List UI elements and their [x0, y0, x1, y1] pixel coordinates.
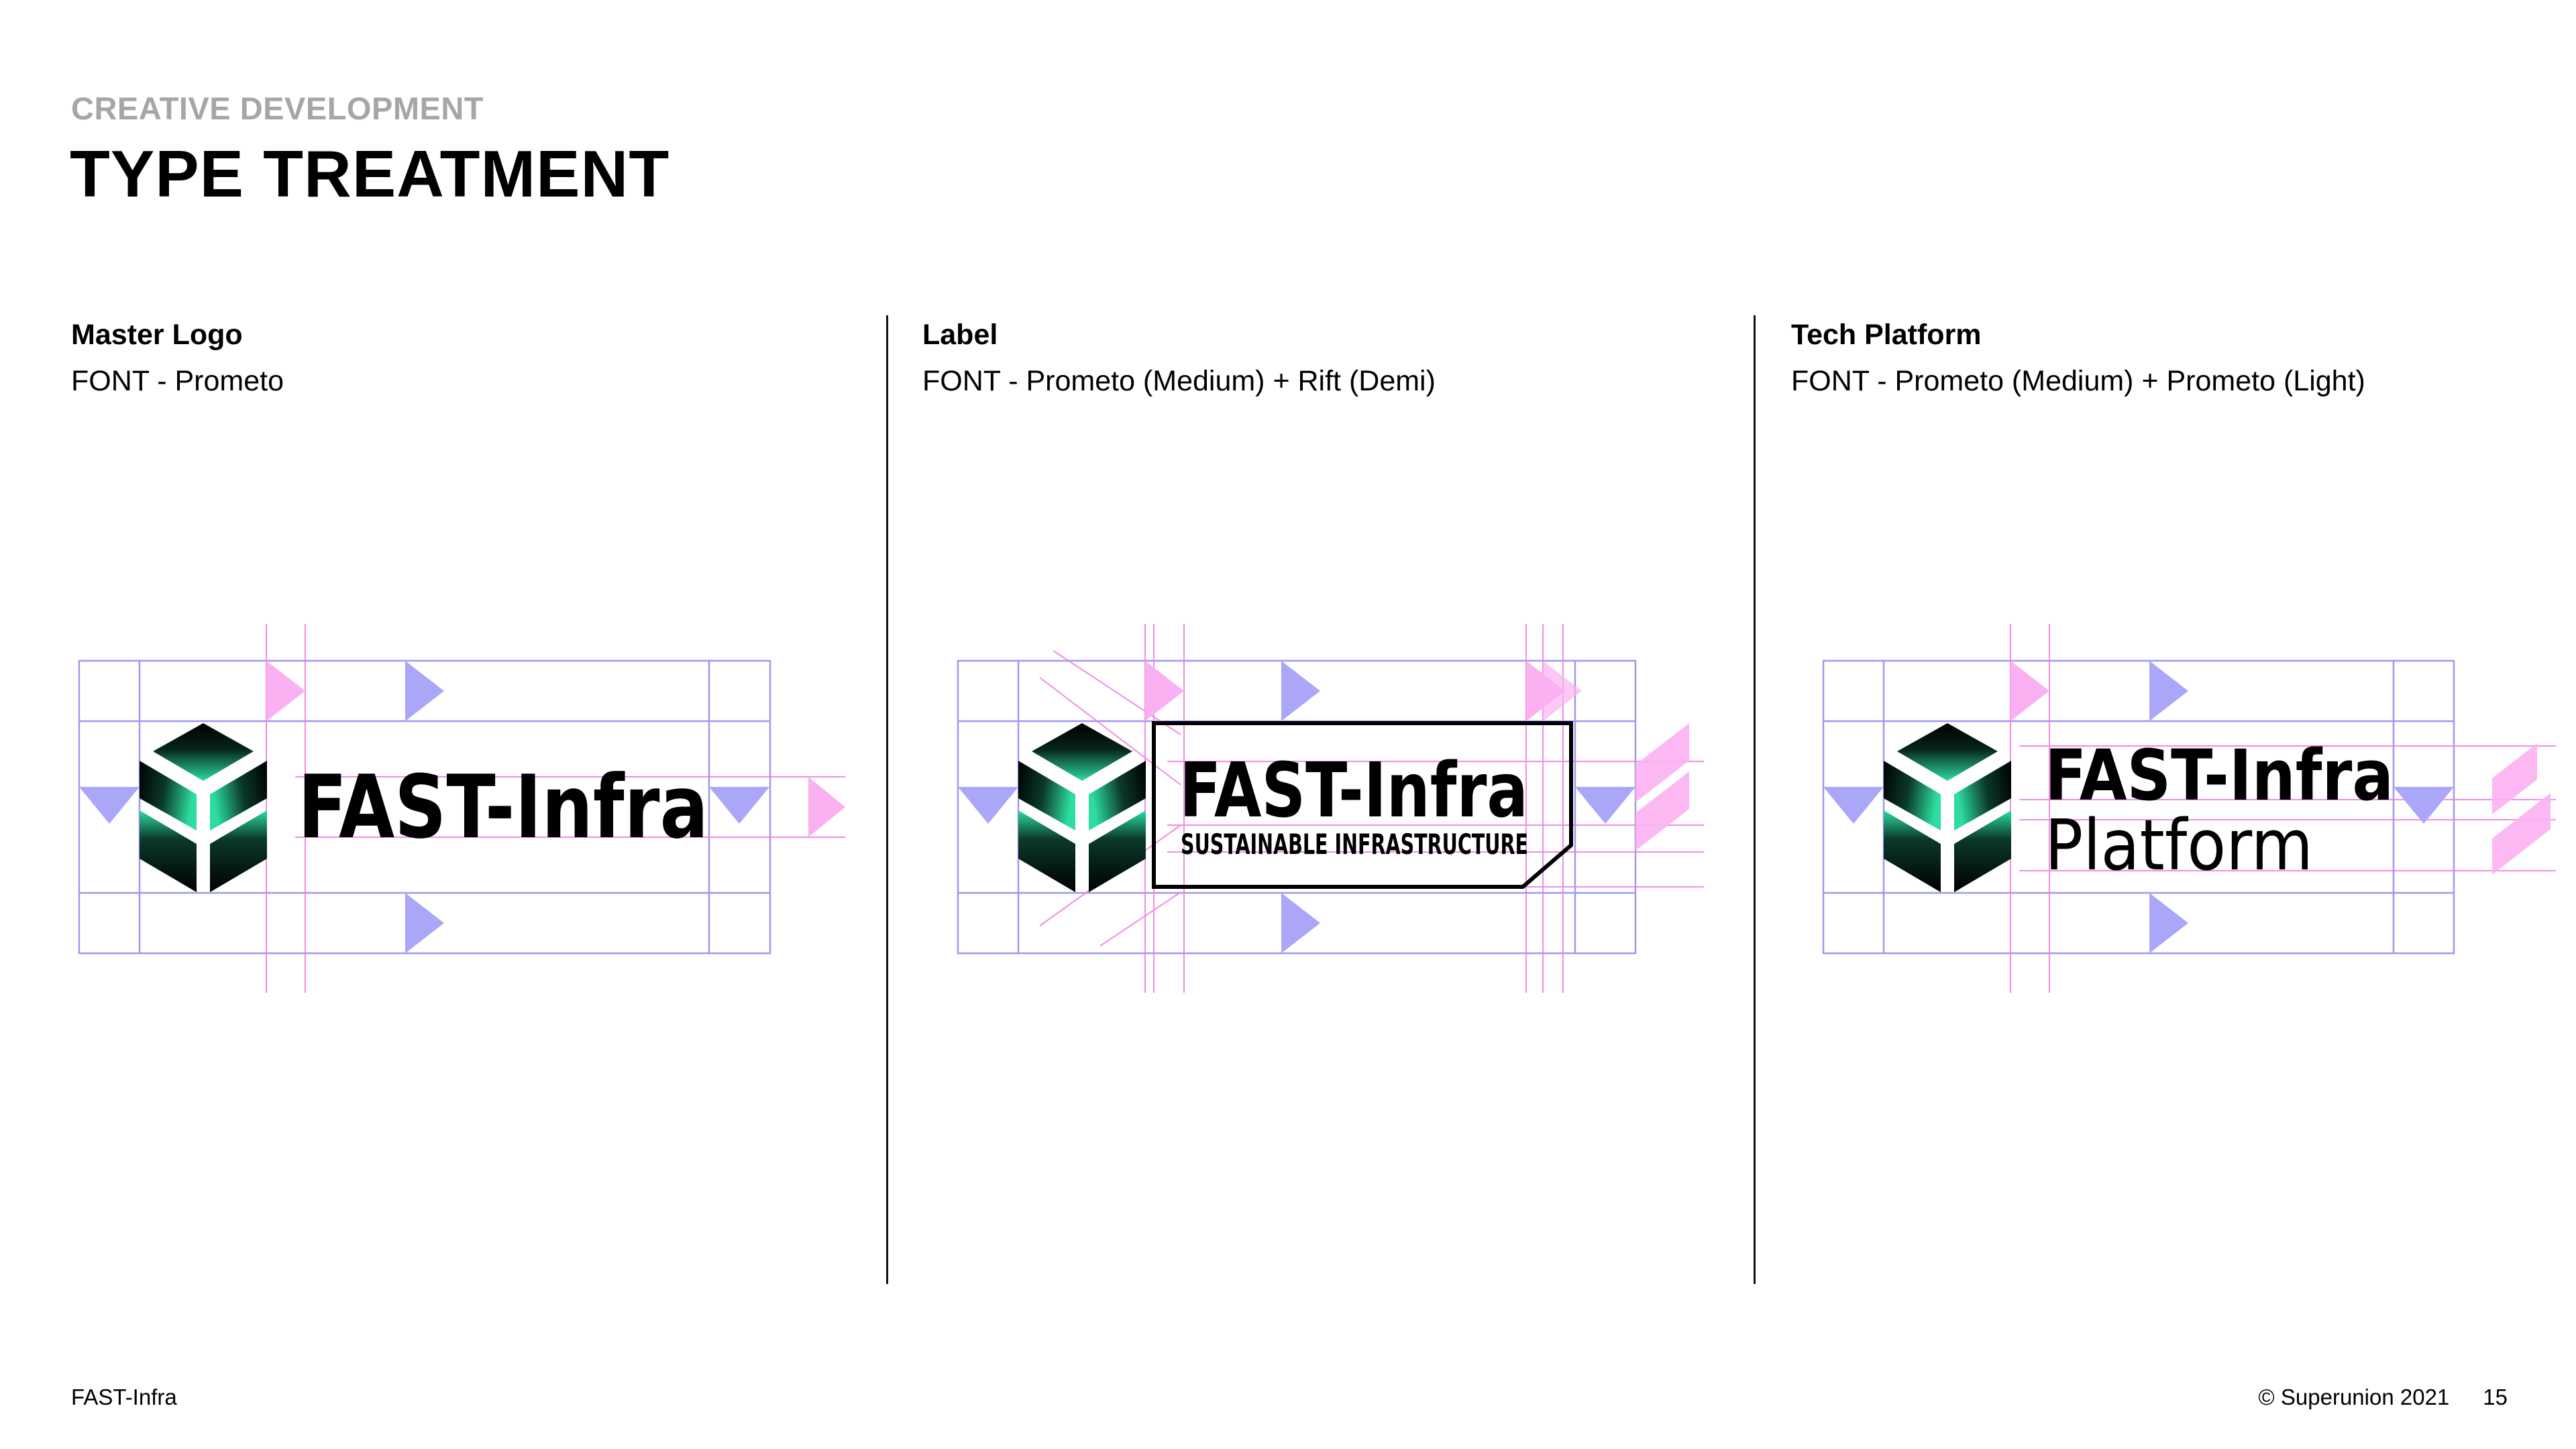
column-heading-master-logo: Master Logo: [71, 319, 243, 351]
section-eyebrow: CREATIVE DEVELOPMENT: [71, 91, 484, 126]
spacing-triangle-icon: [958, 661, 1689, 953]
guide-lines-pink: [2010, 624, 2556, 993]
column-divider: [1754, 315, 1756, 1284]
footer-copyright: © Superunion 2021: [2258, 1385, 2450, 1409]
logo-wordmark: FAST-Infra: [2045, 735, 2394, 816]
footer-brand: FAST-Infra: [71, 1385, 177, 1409]
logo-wordmark: FAST-Infra: [1179, 747, 1528, 835]
spacing-triangle-icon: [1823, 661, 2551, 953]
logo-wordmark: FAST-Infra: [298, 756, 708, 858]
guide-grid: [78, 659, 771, 955]
column-heading-tech-platform: Tech Platform: [1791, 319, 1982, 351]
label-logo-construction: FAST-Infra SUSTAINABLE INFRASTRUCTURE: [957, 624, 1704, 993]
column-divider: [886, 315, 888, 1284]
page-number: 15: [2483, 1385, 2508, 1409]
column-heading-label: Label: [922, 319, 998, 351]
footer-meta: © Superunion 2021 15: [2258, 1385, 2508, 1410]
guide-grid: [1822, 659, 2455, 955]
logo-tagline: SUSTAINABLE INFRASTRUCTURE: [1181, 828, 1528, 861]
spacing-triangle-icon: [79, 661, 845, 953]
page-title: TYPE TREATMENT: [70, 137, 670, 211]
cube-logo-icon: [140, 723, 267, 892]
label-frame: [1152, 721, 1573, 889]
logo-subline: Platform: [2045, 804, 2313, 886]
platform-logo-construction: FAST-Infra Platform: [1822, 624, 2556, 993]
master-logo-construction: FAST-Infra: [78, 624, 845, 993]
column-font-tech-platform: FONT - Prometo (Medium) + Prometo (Light…: [1791, 365, 2365, 397]
column-font-label: FONT - Prometo (Medium) + Rift (Demi): [922, 365, 1436, 397]
cube-logo-icon: [1884, 723, 2011, 892]
cube-logo-icon: [1018, 723, 1146, 892]
column-font-master-logo: FONT - Prometo: [71, 365, 284, 397]
